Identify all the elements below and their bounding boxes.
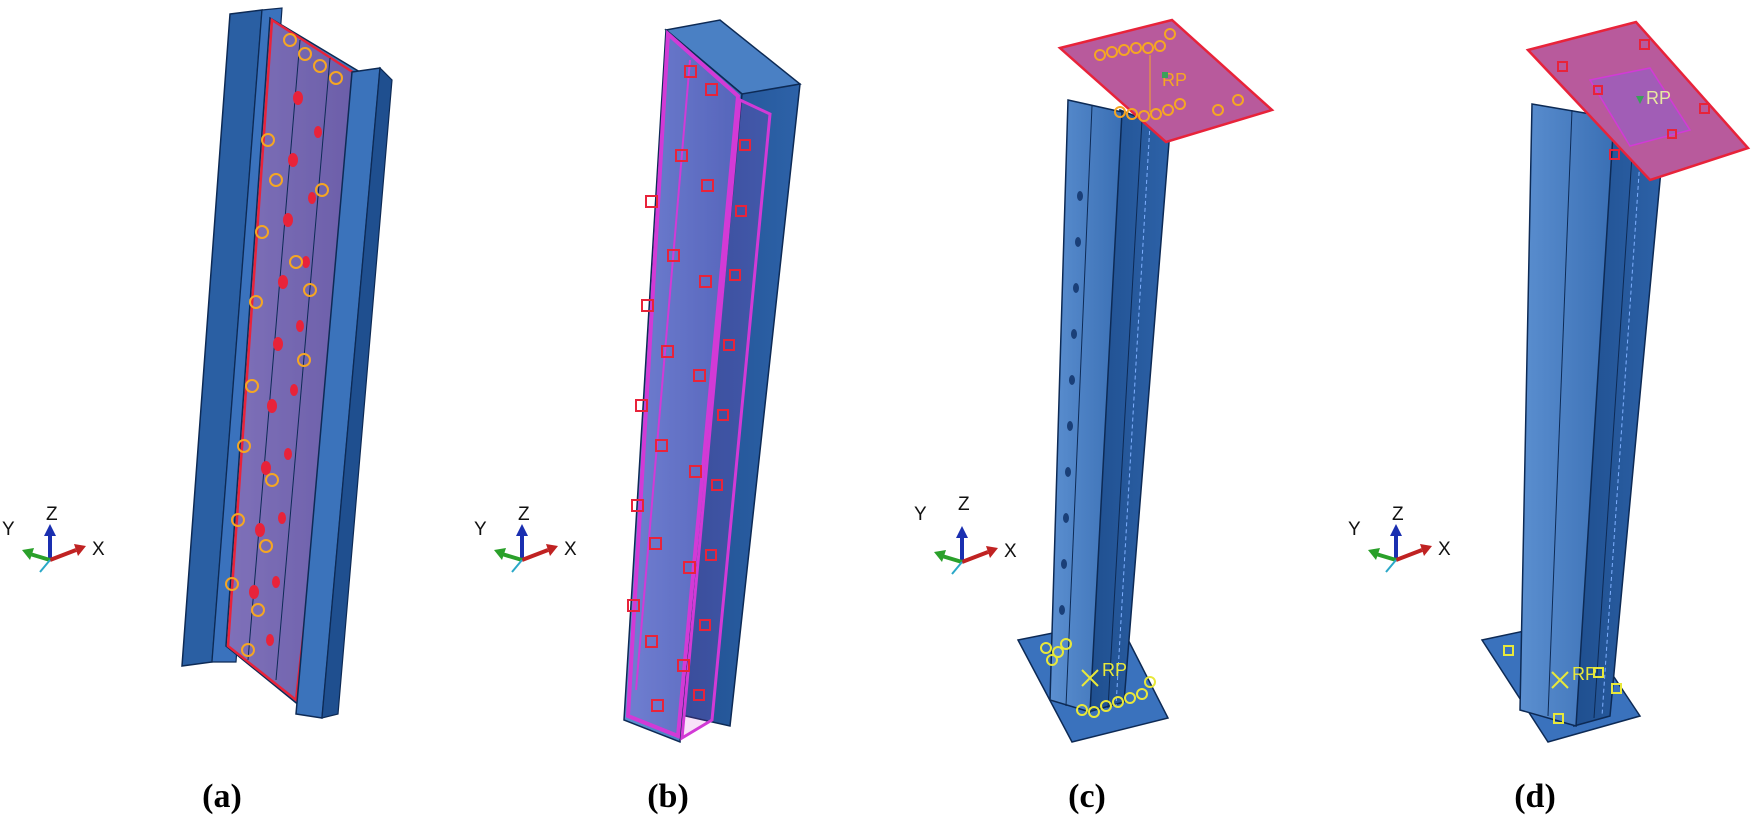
triad-a-z-label: Z xyxy=(46,504,58,525)
triad-d-y-label: Y xyxy=(1348,519,1361,540)
panel-c-rp-bottom-label: RP xyxy=(1102,660,1127,680)
triad-a: Y Z X xyxy=(2,504,105,573)
triad-c: Y Z X xyxy=(914,494,1017,575)
panel-a-model xyxy=(181,7,393,719)
triad-c-z-label: Z xyxy=(958,494,970,515)
triad-c-x-label: X xyxy=(1004,541,1017,562)
panel-d-rp-top-marker xyxy=(1636,96,1644,104)
panel-c-model: RP RP xyxy=(1016,18,1275,743)
panel-c-rp-bottom-marker xyxy=(1081,669,1099,687)
panel-label-c: (c) xyxy=(1068,778,1106,815)
panel-d-rp-top-label: RP xyxy=(1646,88,1671,108)
triad-b-z-label: Z xyxy=(518,504,530,525)
panel-label-d: (d) xyxy=(1514,778,1556,815)
triad-a-x-label: X xyxy=(92,539,105,560)
panel-d-rp-bottom-label: RP xyxy=(1572,664,1597,684)
triad-a-y-label: Y xyxy=(2,519,15,540)
panel-c-rp-top-label: RP xyxy=(1162,70,1187,90)
panel-label-a: (a) xyxy=(202,778,242,815)
triad-b-x-label: X xyxy=(564,539,577,560)
panel-b-model xyxy=(623,19,802,744)
triad-c-y-label: Y xyxy=(914,504,927,525)
panel-c-rp-top-marker xyxy=(1162,72,1168,78)
triad-d-z-label: Z xyxy=(1392,504,1404,525)
panel-d-rp-bottom-marker xyxy=(1551,671,1569,689)
triad-b-y-label: Y xyxy=(474,519,487,540)
panel-label-b: (b) xyxy=(647,778,689,815)
triad-d-x-label: X xyxy=(1438,539,1451,560)
triad-d: Y Z X xyxy=(1348,504,1451,573)
panel-d-model: RP RP xyxy=(1480,20,1751,743)
triad-b: Y Z X xyxy=(474,504,577,573)
